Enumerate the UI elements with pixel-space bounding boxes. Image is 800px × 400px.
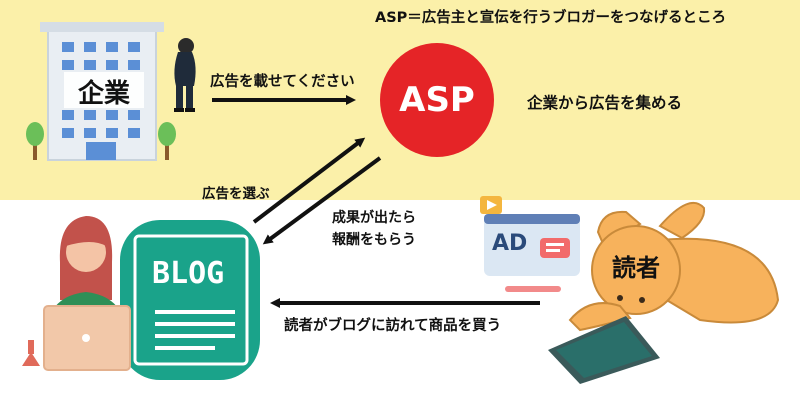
company-building — [40, 22, 164, 161]
asp-circle — [380, 43, 494, 157]
blog-label: BLOG — [152, 256, 225, 291]
bowing-businessman-icon — [174, 38, 196, 112]
tree-right-icon — [158, 122, 176, 160]
reader-label: 読者 — [612, 254, 660, 282]
arrow-blogger-to-asp — [252, 137, 366, 224]
flask-icon — [22, 340, 40, 366]
asp-description: 企業から広告を集める — [527, 94, 683, 112]
arrow-label-request-ad: 広告を載せてください — [210, 74, 355, 90]
tree-left-icon — [26, 122, 44, 160]
arrow-label-reward-line2: 報酬をもらう — [332, 232, 416, 248]
blogger-woman-icon — [43, 216, 131, 371]
blog-card — [120, 220, 260, 380]
arrow-label-reward-line1: 成果が出たら — [332, 210, 416, 226]
ad-card — [480, 196, 580, 292]
company-label: 企業 — [77, 79, 130, 109]
reader-character-icon — [548, 202, 780, 384]
arrow-label-reader-purchase: 読者がブログに訪れて商品を買う — [284, 318, 502, 334]
ad-label: AD — [492, 231, 528, 256]
arrow-label-select-ad: 広告を選ぶ — [202, 186, 270, 202]
asp-definition-text: ASP＝広告主と宣伝を行うブロガーをつなげるところ — [375, 10, 727, 26]
arrow-asp-to-blogger — [262, 156, 382, 245]
asp-label: ASP — [399, 80, 475, 120]
